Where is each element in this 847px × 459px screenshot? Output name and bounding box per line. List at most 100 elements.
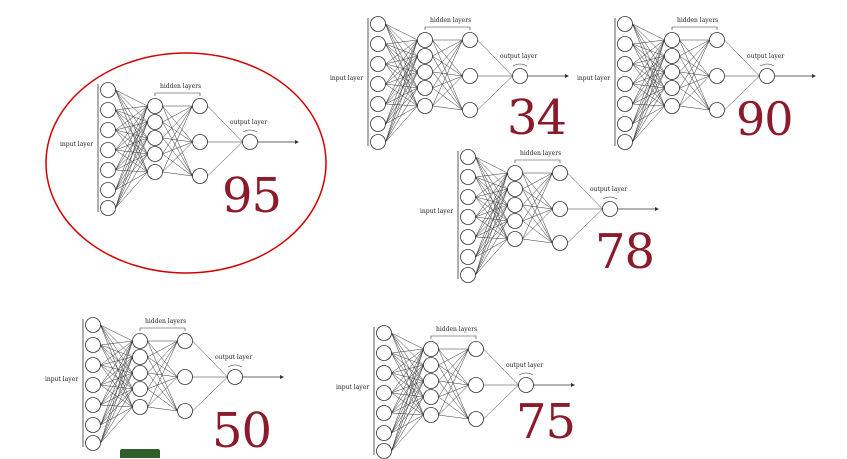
connection-line [100, 340, 133, 406]
connection-line [483, 348, 519, 386]
neuron-node [100, 142, 116, 158]
connection-line [385, 83, 418, 89]
connection-line [632, 71, 665, 143]
connection-line [679, 39, 710, 107]
connection-line [522, 204, 553, 210]
connection-line [475, 172, 508, 198]
connection-line [391, 396, 424, 414]
output-arrow-head [571, 383, 575, 387]
connection-line [632, 23, 665, 57]
connection-line [385, 83, 418, 107]
neuron-node [85, 337, 101, 353]
connection-line [475, 204, 508, 218]
connection-line [385, 55, 418, 125]
neuron-node [100, 200, 116, 216]
neuron-node [85, 357, 101, 373]
neuron-node [177, 333, 193, 349]
connection-line [147, 376, 178, 390]
neuron-node [147, 114, 163, 130]
connection-line [391, 372, 424, 416]
connection-line [115, 137, 148, 151]
neuron-node [460, 169, 476, 185]
connection-line [522, 208, 553, 222]
connection-line [100, 372, 133, 426]
neuron-node [462, 102, 478, 118]
neuron-node [417, 98, 433, 114]
connection-line [162, 105, 193, 155]
connection-line [162, 141, 193, 173]
neuron-node [370, 56, 386, 72]
connection-line [100, 388, 133, 444]
neuron-node [376, 345, 392, 361]
output-layer-label: output layer [215, 354, 252, 361]
connection-line [679, 105, 710, 111]
connection-line [100, 404, 133, 408]
connection-line [385, 39, 418, 143]
neuron-node [132, 399, 148, 415]
connection-line [438, 348, 469, 382]
neuron-node [664, 64, 680, 80]
neuron-node [132, 365, 148, 381]
connection-line [475, 156, 508, 174]
connection-line [438, 364, 469, 386]
hidden-layers-label: hidden layers [430, 17, 471, 24]
neuron-node [460, 229, 476, 245]
neuron-node [417, 64, 433, 80]
connection-line [522, 172, 553, 240]
connection-line [391, 364, 424, 414]
neuron-node [147, 146, 163, 162]
neuron-node [423, 357, 439, 373]
connection-line [567, 172, 603, 210]
connection-line [522, 172, 553, 206]
connection-line [632, 71, 665, 105]
neuron-node [132, 333, 148, 349]
connection-line [391, 412, 424, 416]
connection-line [147, 340, 178, 390]
connection-line [632, 55, 665, 105]
connection-line [679, 75, 710, 89]
connection-line [391, 332, 424, 416]
connection-line [724, 39, 760, 77]
connection-line [679, 87, 710, 111]
connection-line [475, 172, 508, 178]
connection-line [385, 55, 418, 85]
score-label-6: 75 [516, 394, 576, 450]
neuron-node [617, 116, 633, 132]
connection-line [391, 348, 424, 434]
connection-line [147, 356, 178, 412]
neuron-node [370, 134, 386, 150]
neuron-node [617, 56, 633, 72]
score-label-1: 95 [222, 168, 282, 224]
connection-line [438, 348, 469, 366]
neuron-node [664, 32, 680, 48]
connection-line [192, 340, 228, 378]
connection-line [115, 153, 148, 171]
input-layer-label: input layer [60, 141, 93, 148]
connection-line [100, 356, 133, 386]
output-arrow-head [812, 74, 816, 78]
neuron-node [376, 385, 392, 401]
neuron-node [177, 403, 193, 419]
hidden-bracket [430, 335, 477, 339]
connection-line [115, 169, 148, 173]
connection-line [391, 352, 424, 416]
connection-line [632, 103, 665, 107]
connection-line [100, 340, 133, 444]
connection-line [100, 340, 133, 386]
neuron-node [617, 134, 633, 150]
connection-line [475, 220, 508, 276]
connection-line [475, 172, 508, 238]
connection-line [115, 129, 148, 173]
connection-line [147, 372, 178, 378]
connection-line [100, 324, 133, 342]
connection-line [522, 238, 553, 244]
input-layer-label: input layer [420, 208, 453, 215]
connection-line [679, 55, 710, 77]
